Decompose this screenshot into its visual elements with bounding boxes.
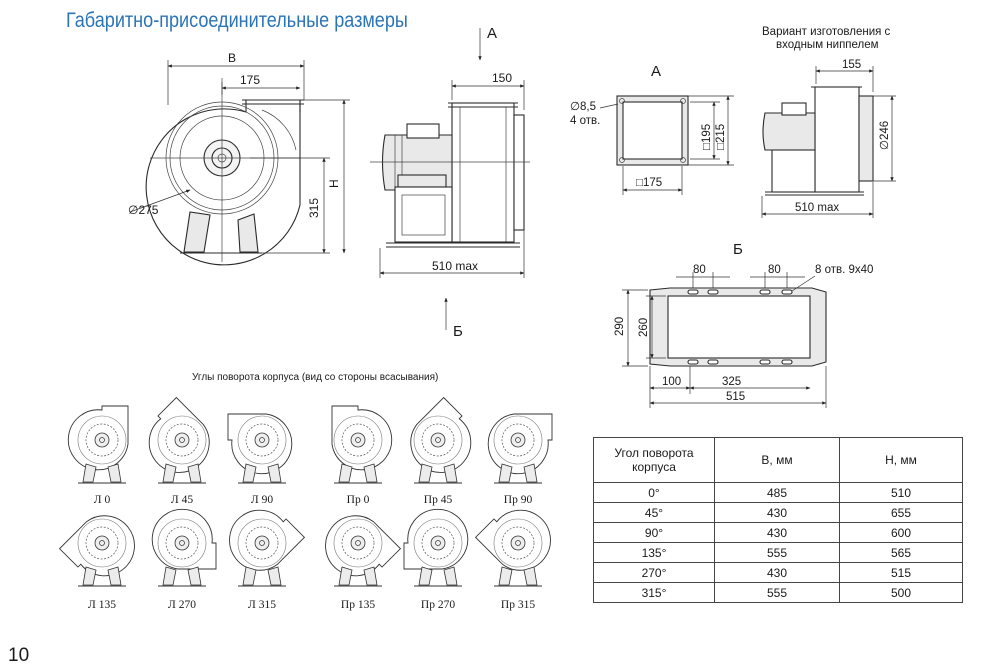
view-a: А ∅8,5 4 отв. □195 □215 □175	[570, 63, 734, 195]
dimensions-table: Угол поворота корпуса В, мм Н, мм 0° 485…	[593, 437, 963, 603]
cell-angle: 0°	[593, 482, 715, 503]
section-a-label: А	[487, 25, 497, 42]
rotation-variant: Пр 315	[474, 509, 551, 611]
rotation-variant-label: Пр 270	[421, 599, 455, 611]
cell-angle: 135°	[593, 542, 715, 563]
page-title: Габаритно-присоединительные размеры	[66, 9, 408, 32]
table-row: 45° 430 655	[593, 502, 963, 523]
holes-slots-label: 8 отв. 9х40	[815, 264, 873, 276]
table-row: 135° 555 565	[593, 542, 963, 563]
dim-246-label: ∅246	[879, 121, 891, 150]
dim-175-square-label: □175	[636, 177, 662, 189]
dim-325-label: 325	[722, 376, 741, 388]
header-h: Н, мм	[839, 437, 963, 483]
rotation-variant: Л 135	[58, 515, 135, 611]
rotation-variant-label: Пр 135	[341, 599, 375, 611]
table-row: 0° 485 510	[593, 482, 963, 503]
cell-h: 655	[839, 502, 963, 523]
dim-100-label: 100	[662, 376, 681, 388]
cell-b: 485	[714, 482, 840, 503]
rotation-variant: Л 270	[151, 508, 217, 611]
nipple-title-line2: входным ниппелем	[776, 39, 879, 51]
cell-h: 500	[839, 582, 963, 603]
cell-b: 555	[714, 542, 840, 563]
header-b: В, мм	[714, 437, 840, 483]
cell-b: 430	[714, 502, 840, 523]
cell-b: 430	[714, 522, 840, 543]
dim-h-label: Н	[327, 179, 341, 188]
rotation-variant-label: Л 0	[94, 494, 111, 506]
rotation-variant: Пр 270	[403, 508, 469, 611]
cell-angle: 315°	[593, 582, 715, 603]
rotation-variant: Л 315	[229, 509, 306, 611]
dim-155-label: 155	[842, 59, 861, 71]
cell-angle: 90°	[593, 522, 715, 543]
rotation-variant-label: Пр 90	[504, 494, 533, 506]
dim-175-label: 175	[240, 73, 260, 87]
rotation-variant-label: Л 135	[88, 599, 116, 611]
table-header-row: Угол поворота корпуса В, мм Н, мм	[593, 437, 963, 483]
cell-b: 430	[714, 562, 840, 583]
dim-510-label: 510 max	[432, 259, 478, 273]
dim-260-label: 260	[638, 318, 650, 337]
dim-290-label: 290	[614, 317, 626, 336]
dim-150-label: 150	[492, 71, 512, 85]
rotation-section-title: Углы поворота корпуса (вид со стороны вс…	[192, 372, 439, 383]
rotation-variant: Л 90	[227, 413, 293, 506]
cell-angle: 270°	[593, 562, 715, 583]
dim-80b-label: 80	[768, 264, 781, 276]
cell-b: 555	[714, 582, 840, 603]
cell-h: 510	[839, 482, 963, 503]
rotation-variant-label: Л 270	[168, 599, 196, 611]
rotation-variants: Л 0 Л 45 Л 90 Пр 0 Пр 45 Пр 90 Л 135 Л 270 Л 315…	[58, 396, 553, 611]
rotation-variant: Пр 135	[325, 515, 402, 611]
dim-195-label: □195	[701, 124, 713, 150]
table-row: 315° 555 500	[593, 582, 963, 603]
view-a-title: А	[651, 63, 661, 80]
rotation-variant: Пр 90	[487, 413, 553, 506]
cell-h: 565	[839, 542, 963, 563]
dim-80a-label: 80	[693, 264, 706, 276]
rotation-variant-label: Пр 0	[347, 494, 370, 506]
dim-515-label: 515	[726, 391, 745, 403]
rotation-variant-label: Пр 315	[501, 599, 535, 611]
dim-510-nipple-label: 510 max	[795, 202, 839, 214]
dim-b-label: В	[228, 51, 236, 65]
cell-h: 600	[839, 522, 963, 543]
nipple-title-line1: Вариант изготовления с	[762, 26, 891, 38]
holes-count-label: 4 отв.	[570, 115, 600, 127]
rotation-variant: Л 0	[67, 405, 129, 506]
nipple-variant-view: Вариант изготовления с входным ниппелем …	[761, 26, 896, 218]
rotation-variant-label: Л 45	[171, 494, 193, 506]
dim-d275-label: ∅275	[128, 203, 159, 217]
page-number: 10	[8, 645, 30, 666]
holes-dia-label: ∅8,5	[570, 101, 596, 113]
section-b-label: Б	[453, 323, 463, 340]
rotation-variant: Л 45	[148, 396, 210, 506]
view-b-title: Б	[733, 241, 743, 258]
rotation-variant: Пр 0	[331, 405, 393, 506]
view-b: Б 80 80 8 отв. 9х40 290 260 100	[614, 241, 873, 408]
table-row: 90° 430 600	[593, 522, 963, 543]
rotation-variant: Пр 45	[410, 396, 472, 506]
cell-h: 515	[839, 562, 963, 583]
front-view: В 175 ∅275 315 Н	[128, 51, 350, 266]
dim-315-label: 315	[307, 198, 321, 218]
rotation-variant-label: Пр 45	[424, 494, 453, 506]
table-row: 270° 430 515	[593, 562, 963, 583]
rotation-variant-label: Л 315	[248, 599, 276, 611]
side-view: 510 max 150 А Б	[370, 25, 530, 340]
header-angle: Угол поворота корпуса	[593, 437, 715, 483]
rotation-variant-label: Л 90	[251, 494, 273, 506]
cell-angle: 45°	[593, 502, 715, 523]
dim-215-label: □215	[715, 124, 727, 150]
